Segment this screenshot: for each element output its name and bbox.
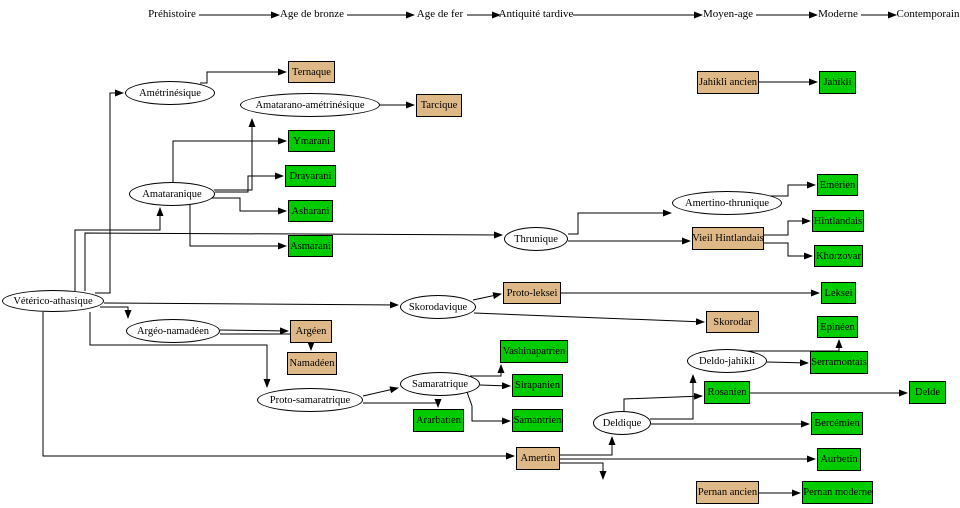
node-amertin: Amertin [516,447,560,470]
node-pernan-ancien: Pernan ancien [696,481,759,504]
node-jahikli: Jahikli [819,71,856,94]
node-thrunique: Thrunique [504,227,568,251]
node-jahikli-ancien: Jahikli ancien [697,71,759,94]
edge-amataranique-to-amatarano-ametrinesique [214,118,256,191]
edge-veterico-athasique-to-amertin [42,312,515,460]
edge-amataranique-to-ymarani [172,137,287,182]
edge-veterico-athasique-to-thrunique [84,231,503,291]
node-proto-leksei: Proto-leksei [503,282,561,304]
node-skorodavique: Skorodavique [400,295,476,319]
node-amertino-thrunique: Amertino-thrunique [672,191,782,215]
node-bercemien: Bercémien [811,412,863,435]
edge-proto-samaratrique-to-samaratrique [362,386,399,397]
node-leksei: Leksei [821,282,856,304]
node-serramontais: Serramontais [810,351,868,374]
node-drayarani: Drayarani [285,165,336,187]
edge-samaratrique-to-sirapanien [479,382,511,390]
edge-veterico-athasique-to-argeo-namadeen [100,306,132,319]
node-namadeen: Namadéen [287,352,337,375]
node-rosanien: Rosanien [704,381,750,404]
node-khorzovar: Khorzovar [814,245,863,267]
edge-amertin-to-deldique [560,436,616,456]
edge-amertino-thrunique-to-emerien [770,181,816,197]
node-pernan-moderne: Pernan moderne [802,481,873,504]
node-asharani: Asharani [288,200,333,222]
node-deldique: Deldique [593,411,651,435]
node-amataranique: Amataranique [129,182,215,206]
node-skorodar: Skorodar [706,311,759,333]
era-label-antiquit-tardive: Antiquité tardive [498,8,574,20]
era-label-contemporain: Contemporain [896,8,960,20]
edge-deldique-to-deldo-jahikli [650,374,697,420]
node-ymarani: Ymarani [288,130,335,152]
era-label-pr-histoire: Préhistoire [148,8,196,20]
edge-amataranique-to-drayarani [215,172,284,193]
era-label-moyen-age: Moyen-age [702,8,754,20]
node-asmarani: Asmarani [288,235,333,257]
node-argeen: Argéen [290,320,332,343]
node-amatarano-ametrinesique: Amatarano-amétrinésique [240,93,380,117]
era-label-age-de-bronze: Age de bronze [279,8,345,20]
node-ararbatien: Ararbatien [413,409,464,432]
node-veterico-athasique: Vétérico-athasique [2,290,104,312]
node-samantrien: Samantrien [512,409,563,432]
edge-deldo-jahikli-to-serramontais [766,359,809,367]
edge-vieil-hintlandais-to-khorzovar [764,242,813,260]
node-emerien: Emérien [817,174,858,196]
era-label-age-de-fer: Age de fer [416,8,464,20]
edge-veterico-athasique-to-skorodavique [103,301,399,309]
edge-vieil-hintlandais-to-hintlandais [764,217,811,236]
node-deldo-jahikli: Deldo-jahikli [687,349,767,373]
edge-veterico-athasique-to-amataranique [74,207,164,291]
edge-samaratrique-to-vashinapatrien [470,364,505,377]
edge-proto-samaratrique-to-ararbatien [363,399,442,408]
node-sirapanien: Sirapanien [512,374,563,397]
edge-skorodavique-to-proto-leksei [472,292,502,301]
node-hintlandais: Hintlandais [812,210,864,232]
node-ametrinesique: Amétrinésique [125,81,215,105]
node-tarcique: Tarcique [416,94,462,117]
edge-skorodavique-to-skorodar [473,312,705,326]
edge-thrunique-to-amertino-thrunique [568,209,672,235]
edge-veterico-athasique-to-proto-samaratrique [89,312,271,388]
node-aurbetin: Aurbetin [817,448,861,471]
edge-veterico-athasique-to-ametrinesique [95,89,124,294]
edge-samaratrique-to-samantrien [466,391,511,425]
edge-ametrinesique-to-ternaque [200,68,287,84]
edge-amataranique-to-asmarani [189,205,287,250]
edge-argeo-namadeen-to-argeen [219,327,289,335]
edge-amertin-to-pernan-ancien [560,462,607,480]
edge-deldo-jahikli-to-epineen [745,339,843,352]
era-label-moderne: Moderne [818,8,858,20]
node-argeo-namadeen: Argéo-namadéen [126,319,220,343]
node-epineen: Epinéen [817,316,858,338]
node-samaratrique: Samaratrique [400,372,480,396]
node-proto-samaratrique: Proto-samaratrique [257,388,363,412]
edge-deldique-to-rosanien [623,392,703,411]
node-ternaque: Ternaque [288,61,335,83]
node-delde: Delde [909,381,946,404]
edge-amataranique-to-asharani [212,197,287,215]
node-vieil-hintlandais: Vieil Hintlandais [692,227,764,250]
node-vashinapatrien: Vashinapatrien [500,340,568,363]
